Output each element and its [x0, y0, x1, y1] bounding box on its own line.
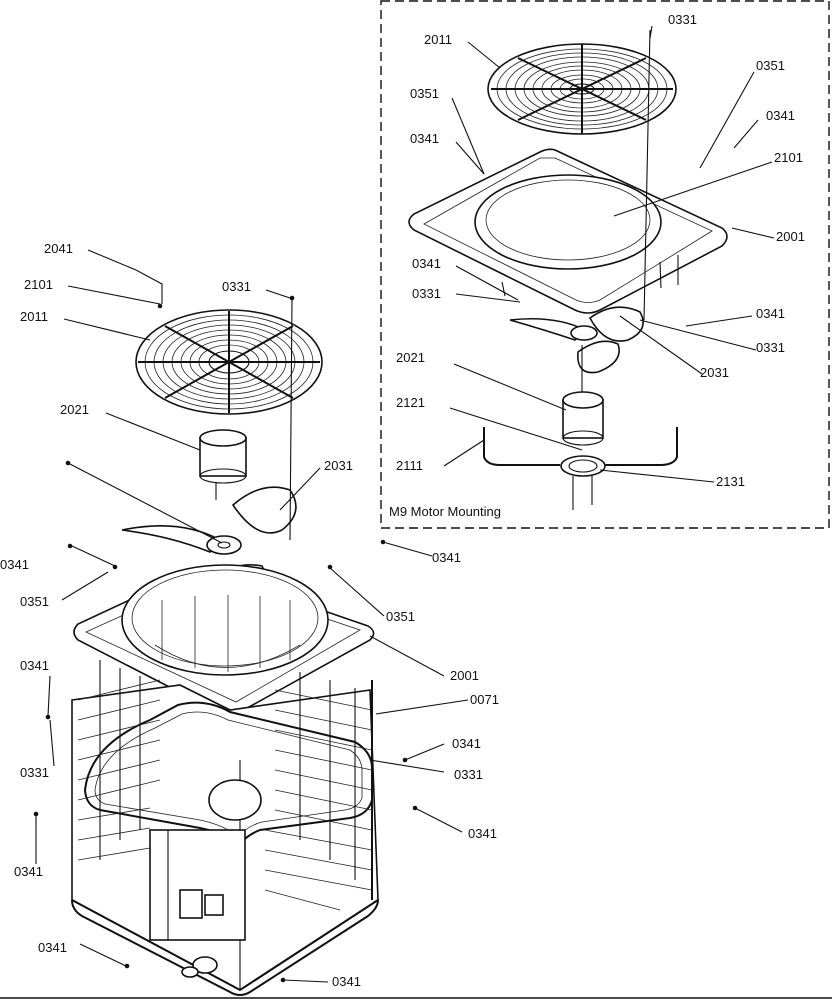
callout-label: 2011 [424, 32, 452, 47]
callout-label: 0341 [20, 658, 49, 673]
callout-label: 0331 [668, 12, 697, 27]
callout-label: 0341 [756, 306, 785, 321]
callout-label: 0071 [470, 692, 499, 707]
inset-top-panel [408, 148, 728, 314]
callout-label: 0341 [452, 736, 481, 751]
inset-panel: M9 Motor Mounting [380, 0, 830, 529]
callout-label: 2111 [396, 458, 423, 473]
inset-fan-blade [509, 306, 644, 374]
callout-labels: 0331 2011 0351 0351 0341 0341 2101 2001 … [0, 12, 805, 989]
inset-fan-guard [487, 43, 677, 135]
callout-label: 2131 [716, 474, 745, 489]
callout-label: 2011 [20, 309, 48, 324]
callout-label: 2031 [324, 458, 353, 473]
callout-label: 0351 [756, 58, 785, 73]
callout-label: 2041 [44, 241, 73, 256]
callout-label: 0341 [332, 974, 361, 989]
callout-label: 0331 [756, 340, 785, 355]
callout-label: 0341 [432, 550, 461, 565]
callout-label: 0341 [412, 256, 441, 271]
callout-label: 0351 [20, 594, 49, 609]
main-fan-guard [135, 309, 323, 415]
callout-label: 0351 [410, 86, 439, 101]
callout-label: 0341 [0, 557, 29, 572]
main-motor [199, 429, 247, 500]
callout-label: 2121 [396, 395, 425, 410]
callout-label: 2031 [700, 365, 729, 380]
inset-motor-bracket [483, 427, 678, 510]
callout-label: 0341 [766, 108, 795, 123]
callout-label: 2021 [396, 350, 425, 365]
callout-label: 0331 [412, 286, 441, 301]
callout-leaders [35, 25, 775, 983]
callout-label: 0341 [410, 131, 439, 146]
callout-label: 2001 [450, 668, 479, 683]
callout-label: 0351 [386, 609, 415, 624]
inset-caption: M9 Motor Mounting [389, 504, 501, 519]
callout-label: 2001 [776, 229, 805, 244]
main-cabinet [71, 660, 379, 996]
main-top-panel [73, 564, 375, 716]
callout-label: 0341 [14, 864, 43, 879]
callout-label: 2101 [774, 150, 803, 165]
callout-label: 0341 [38, 940, 67, 955]
callout-label: 0331 [454, 767, 483, 782]
inset-motor [562, 391, 604, 446]
callout-label: 2021 [60, 402, 89, 417]
callout-label: 0341 [468, 826, 497, 841]
callout-label: 0331 [222, 279, 251, 294]
callout-label: 2101 [24, 277, 53, 292]
callout-label: 0331 [20, 765, 49, 780]
main-assembly [33, 295, 418, 996]
